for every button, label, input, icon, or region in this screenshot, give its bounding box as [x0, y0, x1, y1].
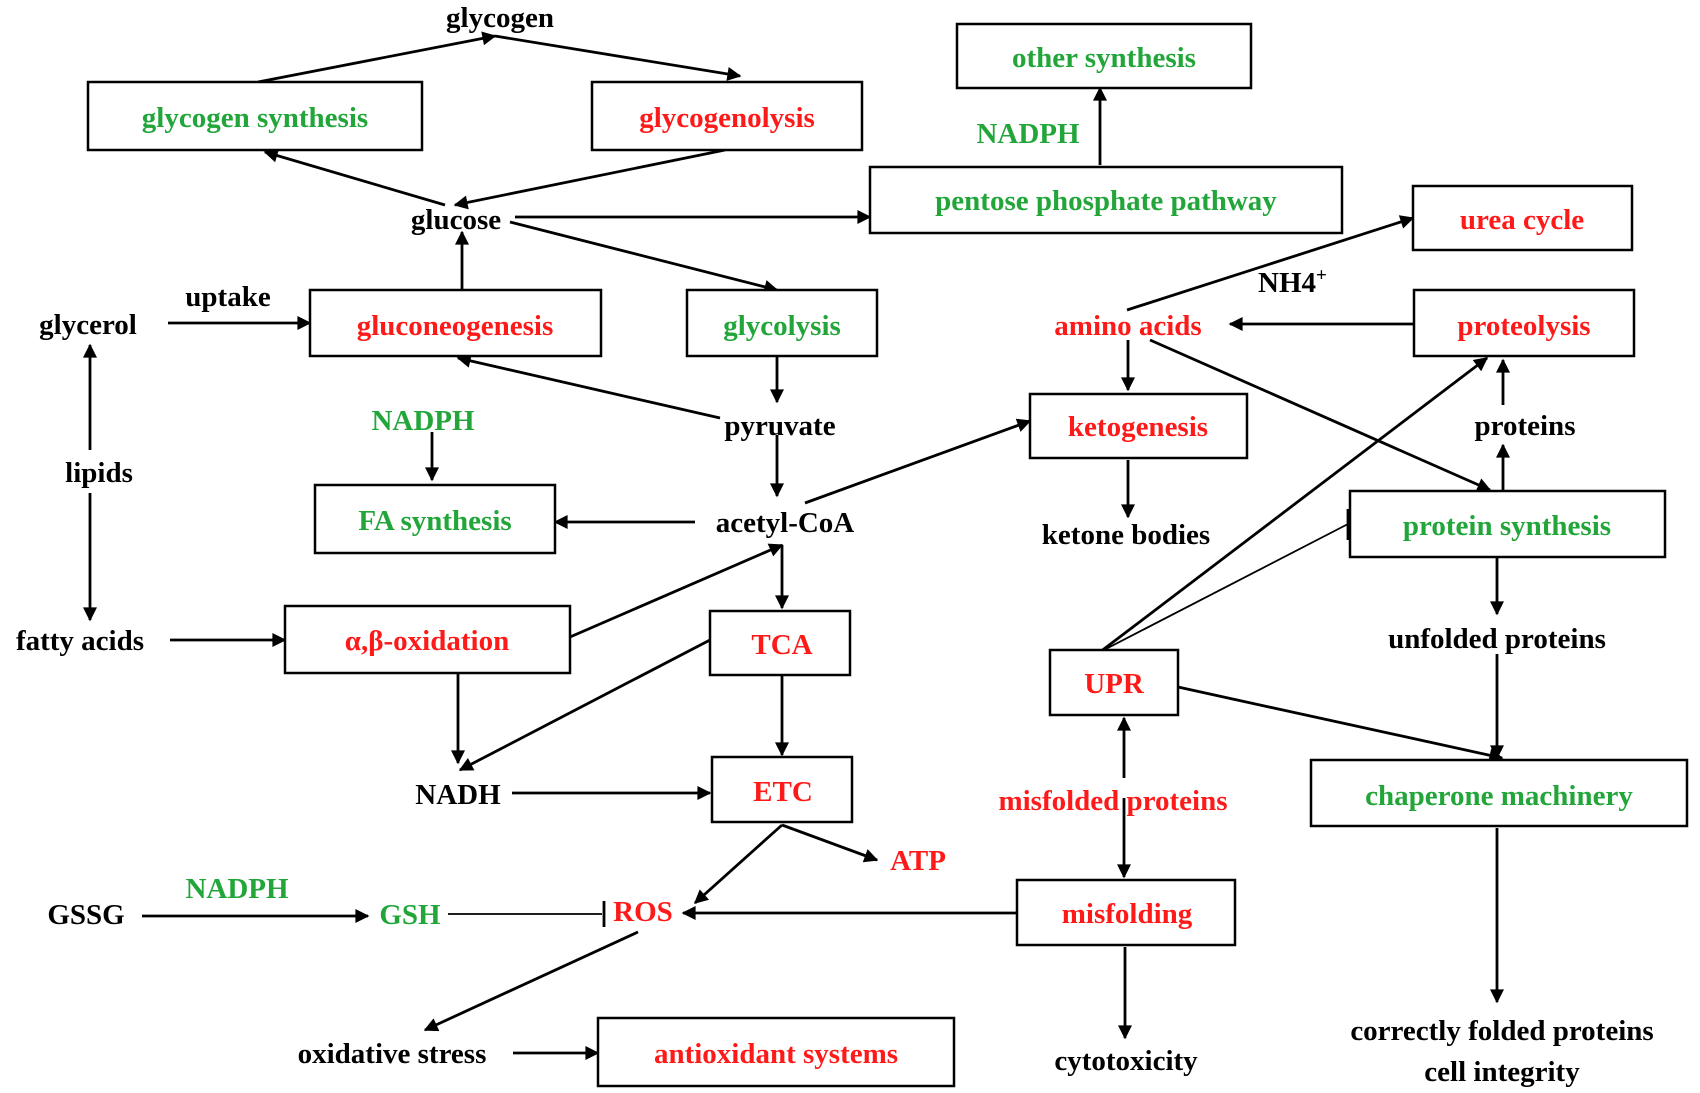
urea-cycle-label: urea cycle: [1460, 204, 1584, 236]
glycogenolysis-box: [590, 80, 864, 152]
protein-synthesis-box: [1348, 489, 1667, 559]
edge-upr-inhibits-protein-synthesis: [1099, 523, 1349, 653]
nadph-ppp-label: NADPH: [976, 118, 1080, 150]
upr-box: [1048, 648, 1180, 717]
ketone-bodies-label: ketone bodies: [1042, 519, 1210, 551]
nh4-label: NH4+: [1258, 265, 1327, 299]
protein-synthesis-label: protein synthesis: [1403, 510, 1611, 542]
uptake-label: uptake: [185, 281, 271, 313]
lipids-label: lipids: [65, 457, 133, 489]
edge-upr-to-chaperone: [1177, 685, 1504, 763]
edge-ros-to-oxidative-stress: [423, 930, 639, 1032]
labels: glycogen glycogen synthesis glycogenolys…: [16, 2, 1654, 1088]
fatty-acids-label: fatty acids: [16, 625, 144, 657]
antioxidant-systems-label: antioxidant systems: [654, 1038, 898, 1070]
proteolysis-box: [1412, 288, 1636, 358]
ab-oxidation-label: α,β-oxidation: [345, 625, 509, 657]
misfolding-label: misfolding: [1062, 898, 1193, 930]
glycogen-synthesis-label: glycogen synthesis: [142, 102, 368, 134]
fa-synthesis-box: [313, 483, 557, 555]
proteins-label: proteins: [1475, 410, 1576, 442]
glycogen-synthesis-box: [86, 80, 424, 152]
ab-oxidation-box: [283, 604, 572, 675]
urea-cycle-box: [1411, 184, 1634, 252]
proteolysis-label: proteolysis: [1457, 310, 1590, 342]
glucose-label: glucose: [411, 204, 501, 236]
pentose-phosphate-pathway-label: pentose phosphate pathway: [935, 185, 1277, 217]
etc-label: ETC: [753, 776, 813, 808]
nh4-text: NH4: [1258, 267, 1316, 299]
edge-glycogen-synthesis-to-glycogen: [257, 31, 497, 84]
fa-synthesis-label: FA synthesis: [358, 505, 511, 537]
chaperone-machinery-box: [1309, 758, 1689, 828]
tca-box: [708, 609, 852, 677]
edge-oxidation-to-acetyl-coa: [569, 543, 784, 639]
ros-label: ROS: [613, 896, 673, 928]
nadph-fa-label: NADPH: [371, 405, 475, 437]
nadh-label: NADH: [415, 779, 501, 811]
edges: [83, 31, 1510, 1060]
edge-amino-acids-to-urea-cycle: [1126, 215, 1415, 312]
unfolded-proteins-label: unfolded proteins: [1388, 623, 1606, 655]
edge-acetyl-coa-to-ketogenesis: [804, 418, 1032, 505]
ketogenesis-label: ketogenesis: [1068, 411, 1208, 443]
nh4-superscript: +: [1316, 265, 1327, 286]
gluconeogenesis-box: [308, 288, 603, 358]
acetyl-coa-label: acetyl-CoA: [716, 507, 855, 539]
glycogenolysis-label: glycogenolysis: [639, 102, 815, 134]
edge-tca-to-nadh: [458, 638, 711, 772]
gluconeogenesis-label: gluconeogenesis: [357, 310, 554, 342]
glycerol-label: glycerol: [39, 309, 137, 341]
tca-label: TCA: [751, 629, 812, 661]
atp-label: ATP: [890, 845, 946, 877]
edge-glucose-to-glycolysis: [509, 220, 779, 294]
antioxidant-systems-box: [596, 1016, 956, 1088]
gsh-label: GSH: [379, 899, 441, 931]
pentose-phosphate-pathway-box: [868, 165, 1344, 235]
glycolysis-label: glycolysis: [723, 310, 841, 342]
edge-glycogen-to-glycogenolysis: [494, 34, 742, 81]
oxidative-stress-label: oxidative stress: [298, 1038, 487, 1070]
other-synthesis-label: other synthesis: [1012, 42, 1196, 74]
edge-etc-to-atp: [781, 823, 879, 863]
edge-glycogenolysis-to-glucose: [453, 148, 726, 210]
pyruvate-label: pyruvate: [724, 410, 835, 442]
gssg-label: GSSG: [47, 899, 124, 931]
chaperone-machinery-label: chaperone machinery: [1365, 780, 1633, 812]
misfolded-proteins-label: misfolded proteins: [998, 785, 1227, 817]
etc-box: [710, 755, 854, 824]
misfolding-box: [1015, 878, 1237, 947]
ketogenesis-box: [1028, 392, 1249, 460]
edge-glucose-to-glycogen-synthesis: [263, 148, 446, 207]
edge-pyruvate-to-gluconeogenesis: [456, 353, 721, 420]
boxes: [86, 22, 1689, 1088]
nadph-gsh-label: NADPH: [185, 873, 289, 905]
cell-integrity-label: cell integrity: [1424, 1056, 1580, 1088]
edge-amino-acids-to-protein-synthesis: [1149, 338, 1492, 492]
correctly-folded-proteins-label: correctly folded proteins: [1350, 1015, 1653, 1047]
edge-upr-to-proteolysis: [1099, 356, 1489, 654]
glycolysis-box: [685, 288, 879, 358]
edge-etc-to-ros: [693, 823, 783, 905]
other-synthesis-box: [955, 22, 1253, 90]
cytotoxicity-label: cytotoxicity: [1054, 1045, 1198, 1077]
amino-acids-label: amino acids: [1054, 310, 1201, 342]
upr-label: UPR: [1084, 668, 1145, 700]
glycogen-label: glycogen: [446, 2, 554, 34]
